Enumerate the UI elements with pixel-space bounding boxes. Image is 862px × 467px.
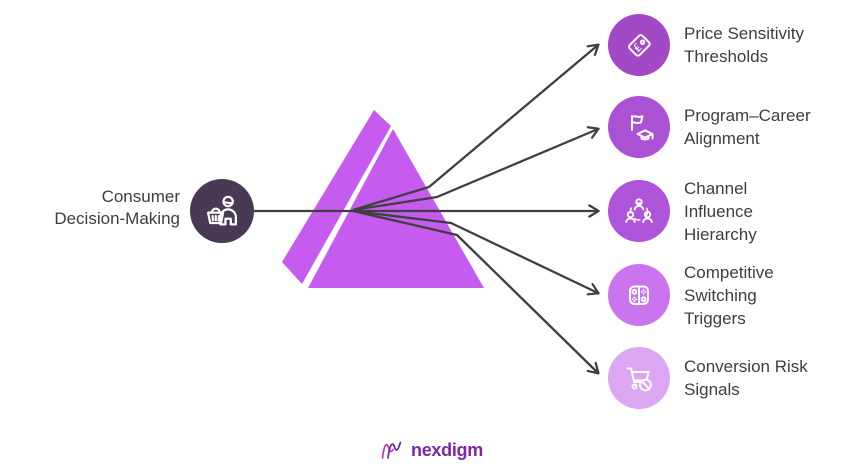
game-controller-icon <box>629 285 649 305</box>
spoke-circle: ₤ <box>608 14 670 76</box>
source-label-line: Decision-Making <box>54 209 180 228</box>
source-node <box>190 179 254 243</box>
arrow-price-sensitivity <box>352 43 600 212</box>
brand-logo-text: nexdigm <box>411 439 483 460</box>
spoke-label: Price Sensitivity Thresholds <box>684 24 804 66</box>
consumer-shopper-icon <box>207 195 237 226</box>
refraction-arrows <box>254 43 600 375</box>
spoke-program-career: Program–Career Alignment <box>608 82 858 172</box>
spoke-circle <box>608 180 670 242</box>
source-label-line: Consumer <box>101 187 180 206</box>
arrow-program-career <box>352 126 600 212</box>
spoke-circle <box>608 96 670 158</box>
cart-blocked-icon <box>626 367 652 392</box>
spoke-label: Competitive Switching Triggers <box>684 262 774 328</box>
spoke-circle <box>608 264 670 326</box>
nexdigm-logo-icon <box>381 441 402 459</box>
brand-logo: nexdigm <box>0 436 862 464</box>
spoke-label: Conversion Risk Signals <box>684 357 808 399</box>
spoke-label: Program–Career Alignment <box>684 106 811 148</box>
spoke-circle <box>608 347 670 409</box>
people-network-icon <box>625 198 653 223</box>
arrow-competitive-switching <box>352 209 600 296</box>
spoke-label: Channel Influence Hierarchy <box>684 178 757 244</box>
spoke-price-sensitivity: ₤ Price Sensitivity Thresholds <box>608 0 858 90</box>
flag-graduation-cap-icon <box>631 115 654 141</box>
spoke-competitive-switching: Competitive Switching Triggers <box>608 250 858 340</box>
spoke-conversion-risk: Conversion Risk Signals <box>608 333 858 423</box>
prism-triangle <box>282 110 484 288</box>
spoke-channel-influence: Channel Influence Hierarchy <box>608 166 858 256</box>
price-tag-icon: ₤ <box>628 34 651 57</box>
source-label: Consumer Decision-Making <box>44 186 180 230</box>
arrow-conversion-risk <box>352 209 600 375</box>
